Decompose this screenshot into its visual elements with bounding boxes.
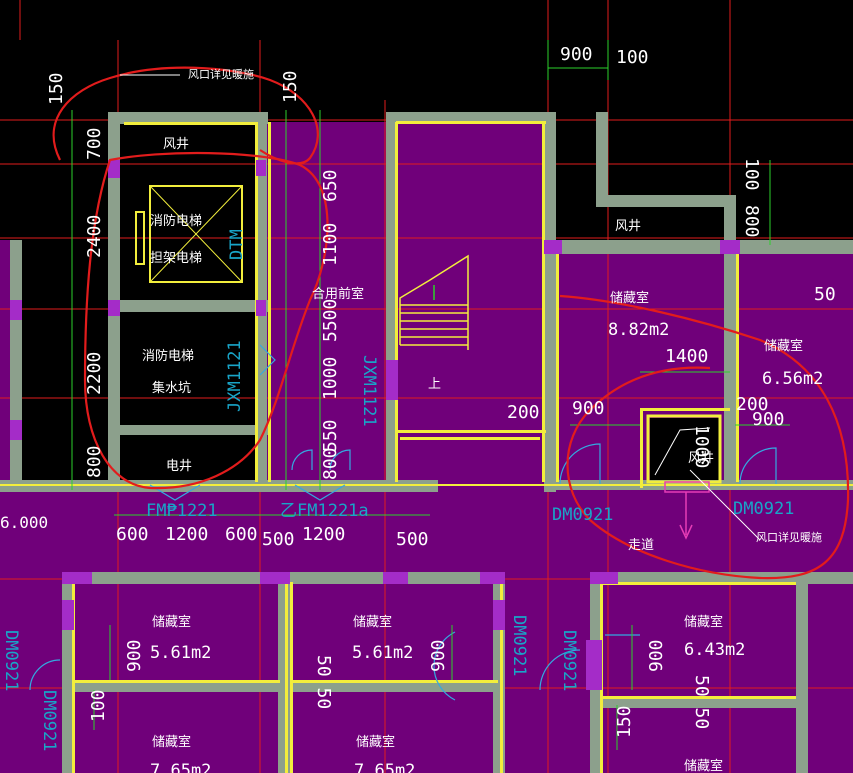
- dim-b1200-a: 1200: [165, 524, 208, 545]
- door-tag-jxm: JXM1121: [225, 340, 245, 412]
- room-label-sump: 集水坑: [152, 380, 191, 396]
- dim-b600-a: 600: [116, 524, 149, 545]
- dim-1100: 1100: [320, 223, 341, 266]
- room-label-shaft-b: 风井: [615, 219, 641, 234]
- vent-note-right: 风口详见暖施: [756, 530, 822, 544]
- elevator-shaft: [135, 185, 243, 283]
- room-label-storage-5: 储藏室: [684, 614, 723, 630]
- room-label-storage-1: 储藏室: [610, 290, 649, 306]
- dim-900: 900: [560, 44, 593, 65]
- room-label-electrical-well: 电井: [166, 459, 192, 474]
- door-tag-dm-c: DM0921: [39, 690, 59, 751]
- room-area-storage-6: 7.65m2: [150, 761, 211, 773]
- dim-800-right: 800: [741, 205, 762, 238]
- room-area-storage-4: 5.61m2: [352, 643, 413, 663]
- vent-note-top: 风口详见暖施: [188, 67, 254, 81]
- room-label-storage-3: 储藏室: [152, 614, 191, 630]
- dim-v900-b: 900: [428, 639, 449, 672]
- door-tag-dm-a: DM0921: [552, 505, 613, 525]
- dim-b600-b: 600: [225, 524, 258, 545]
- dim-100-right: 100: [741, 158, 762, 191]
- room-label-shaft-a: 风井: [163, 137, 189, 152]
- vent-note-leader: [689, 469, 761, 541]
- room-area-storage-2: 6.56m2: [762, 369, 823, 389]
- door-tag-fm-a: FM₱1221: [146, 501, 218, 521]
- dim-800-left: 800: [84, 445, 105, 478]
- door-tag-fm-b: 乙FM1221a: [280, 501, 369, 521]
- dim-v150: 150: [614, 705, 635, 738]
- dim-200-b: 200: [736, 394, 769, 415]
- dim-v900-a: 900: [124, 639, 145, 672]
- dim-2400: 2400: [84, 215, 105, 258]
- door-tag-dm-d: DM0921: [509, 615, 529, 676]
- room-label-stretcher-elevator: 担架电梯: [150, 251, 202, 266]
- dim-b1200-b: 1200: [302, 524, 345, 545]
- room-area-storage-3: 5.61m2: [150, 643, 211, 663]
- vent-shaft-box: [646, 414, 722, 540]
- dim-900-c: 900: [752, 409, 785, 430]
- core-voids: [22, 165, 720, 485]
- dim-650: 650: [320, 169, 341, 202]
- dim-2200: 2200: [84, 352, 105, 395]
- dim-150-mid: 150: [280, 70, 301, 103]
- room-label-storage-6: 储藏室: [152, 734, 191, 750]
- dim-v5050-b: 50 50: [691, 675, 712, 729]
- room-label-sump-elevator: 消防电梯: [142, 348, 194, 364]
- dim-800-mid: 800: [320, 447, 341, 480]
- dimension-lines: [71, 40, 790, 750]
- dim-b500-a: 500: [262, 529, 295, 550]
- dim-v100-a: 100: [88, 689, 109, 722]
- dim-1400: 1400: [665, 346, 708, 367]
- dtm-tag: DTM: [227, 229, 247, 260]
- dim-5500: 5500: [320, 299, 341, 342]
- room-area-storage-5: 6.43m2: [684, 640, 745, 660]
- dim-v900-c: 900: [646, 639, 667, 672]
- dim-200-a: 200: [507, 402, 540, 423]
- room-label-shared-vestibule: 合用前室: [312, 286, 364, 302]
- room-label-storage-4: 储藏室: [353, 614, 392, 630]
- dim-100: 100: [616, 47, 649, 68]
- dim-550: 550: [320, 419, 341, 452]
- dim-1000: 1000: [320, 357, 341, 400]
- dim-900-b: 900: [572, 398, 605, 419]
- door-swings: [29, 344, 777, 701]
- room-label-corridor: 走道: [628, 538, 654, 553]
- room-label-stair-up: 上: [428, 377, 441, 392]
- door-tag-dm-b: DM0921: [733, 499, 794, 519]
- revision-clouds: [52, 66, 850, 580]
- level-mark: 6.000: [0, 513, 48, 532]
- room-label-storage-2: 储藏室: [764, 338, 803, 354]
- room-label-storage-8: 储藏室: [684, 758, 723, 773]
- dim-1000-shaft: 1000: [691, 425, 712, 468]
- door-tag-dm-e: DM0921: [559, 630, 579, 691]
- stair-symbol: [399, 254, 469, 350]
- dim-v5050-a: 50 50: [313, 655, 334, 709]
- dim-50-right: 50: [814, 284, 836, 305]
- room-label-fire-elevator: 消防电梯: [150, 213, 202, 229]
- room-label-storage-7: 储藏室: [356, 734, 395, 750]
- door-tag-jxm-b: JXM1121: [359, 355, 379, 427]
- dim-b500-b: 500: [396, 529, 429, 550]
- room-label-shaft-c: 风井: [688, 451, 714, 466]
- door-tag-dm-f: DM0921: [1, 630, 21, 691]
- dim-150-left: 150: [46, 72, 67, 105]
- room-area-storage-7: 7.65m2: [354, 761, 415, 773]
- wall-markers: [10, 160, 740, 690]
- room-area-storage-1: 8.82m2: [608, 320, 669, 340]
- dim-700: 700: [84, 127, 105, 160]
